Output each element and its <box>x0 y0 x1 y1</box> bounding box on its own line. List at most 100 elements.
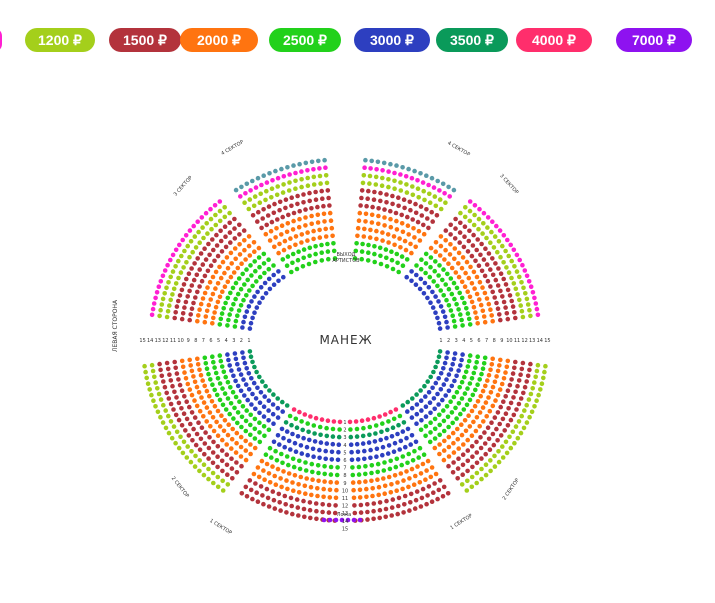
seat-sector-2-right[interactable] <box>506 406 511 411</box>
seat-sector-2-right[interactable] <box>473 387 478 393</box>
seat-sector-2-left[interactable] <box>226 357 231 363</box>
seat-sector-2-right[interactable] <box>508 417 514 423</box>
seat-sector-3-right[interactable] <box>484 262 490 267</box>
seat-sector-2-left[interactable] <box>232 405 237 411</box>
seat-sector-2-right[interactable] <box>444 355 449 361</box>
seat-sector-1-right[interactable] <box>396 422 401 428</box>
seat-sector-3-left[interactable] <box>281 274 286 280</box>
seat-sector-3-left[interactable] <box>171 286 177 292</box>
seat-sector-1-right[interactable] <box>435 496 440 502</box>
seat-sector-2-right[interactable] <box>488 390 494 395</box>
seat-sector-1-right[interactable] <box>377 500 383 505</box>
seat-sector-2-left[interactable] <box>193 442 199 448</box>
seat-sector-4-right[interactable] <box>364 203 369 209</box>
seat-sector-3-left[interactable] <box>244 267 249 272</box>
seat-sector-3-left[interactable] <box>199 215 205 220</box>
seat-sector-4-left[interactable] <box>331 248 337 254</box>
seat-sector-3-left[interactable] <box>224 255 230 260</box>
seat-sector-2-left[interactable] <box>177 382 183 388</box>
seat-sector-4-left[interactable] <box>281 182 286 187</box>
seat-sector-3-right[interactable] <box>511 281 517 286</box>
seat-sector-3-left[interactable] <box>206 241 211 247</box>
seat-sector-1-right[interactable] <box>406 451 412 457</box>
seat-sector-2-right[interactable] <box>428 410 433 416</box>
seat-sector-1-left[interactable] <box>313 415 319 421</box>
seat-sector-1-left[interactable] <box>269 455 274 460</box>
seat-sector-4-left[interactable] <box>274 192 280 198</box>
seat-sector-3-left[interactable] <box>242 247 247 253</box>
seat-sector-1-right[interactable] <box>350 465 355 470</box>
seat-sector-2-right[interactable] <box>453 405 458 411</box>
seat-sector-3-left[interactable] <box>227 220 232 226</box>
seat-sector-2-right[interactable] <box>481 361 487 366</box>
seat-sector-1-right[interactable] <box>402 502 407 507</box>
seat-sector-2-left[interactable] <box>280 409 286 414</box>
seat-sector-3-right[interactable] <box>457 230 463 235</box>
seat-sector-4-left[interactable] <box>289 269 294 275</box>
seat-sector-2-right[interactable] <box>483 383 488 389</box>
seat-sector-2-left[interactable] <box>249 402 254 407</box>
seat-sector-4-right[interactable] <box>413 201 418 207</box>
seat-sector-2-right[interactable] <box>524 402 529 408</box>
seat-sector-3-right[interactable] <box>511 247 517 253</box>
seat-sector-4-right[interactable] <box>388 216 393 222</box>
seat-sector-3-right[interactable] <box>503 248 508 254</box>
seat-sector-2-right[interactable] <box>445 414 451 420</box>
seat-sector-2-right[interactable] <box>518 372 523 378</box>
seat-sector-1-left[interactable] <box>270 464 275 469</box>
seat-sector-3-right[interactable] <box>462 214 468 220</box>
seat-sector-2-left[interactable] <box>219 448 225 453</box>
seat-sector-1-left[interactable] <box>308 414 313 419</box>
seat-sector-1-right[interactable] <box>395 431 400 437</box>
seat-sector-3-left[interactable] <box>167 303 172 308</box>
seat-sector-4-right[interactable] <box>368 166 373 171</box>
seat-sector-4-right[interactable] <box>374 167 379 172</box>
seat-sector-3-right[interactable] <box>452 296 457 302</box>
seat-sector-2-left[interactable] <box>144 375 149 381</box>
seat-sector-3-left[interactable] <box>166 280 171 285</box>
seat-sector-2-left[interactable] <box>202 451 207 457</box>
seat-sector-3-left[interactable] <box>242 314 248 320</box>
seat-sector-4-left[interactable] <box>318 181 323 186</box>
seat-sector-2-left[interactable] <box>189 449 194 454</box>
seat-sector-2-right[interactable] <box>405 399 411 405</box>
seat-sector-2-left[interactable] <box>219 413 224 419</box>
seat-sector-3-right[interactable] <box>474 274 480 280</box>
seat-sector-1-right[interactable] <box>381 476 386 481</box>
seat-sector-3-right[interactable] <box>490 318 496 324</box>
seat-sector-3-left[interactable] <box>207 252 212 258</box>
seat-sector-3-right[interactable] <box>513 286 519 292</box>
seat-sector-3-left[interactable] <box>177 293 183 298</box>
seat-sector-2-left[interactable] <box>190 438 195 443</box>
seat-sector-1-right[interactable] <box>376 492 382 498</box>
seat-sector-2-left[interactable] <box>194 384 200 390</box>
seat-sector-4-right[interactable] <box>427 200 433 205</box>
seat-sector-1-right[interactable] <box>363 479 368 484</box>
seat-sector-2-left[interactable] <box>232 351 238 356</box>
seat-sector-4-right[interactable] <box>371 197 377 202</box>
seat-sector-3-left[interactable] <box>192 234 198 239</box>
seat-sector-4-left[interactable] <box>327 210 333 216</box>
seat-sector-3-left[interactable] <box>256 245 262 251</box>
seat-sector-3-left[interactable] <box>225 295 231 301</box>
seat-sector-1-right[interactable] <box>354 434 360 439</box>
seat-sector-2-left[interactable] <box>234 470 240 475</box>
seat-sector-3-right[interactable] <box>488 284 493 289</box>
seat-sector-1-right[interactable] <box>372 439 378 444</box>
seat-sector-3-left[interactable] <box>187 228 193 233</box>
seat-sector-4-left[interactable] <box>280 214 286 220</box>
seat-sector-2-left[interactable] <box>254 369 259 375</box>
seat-sector-3-right[interactable] <box>515 292 520 297</box>
seat-sector-2-left[interactable] <box>217 397 223 403</box>
seat-sector-1-left[interactable] <box>284 429 290 434</box>
seat-sector-1-right[interactable] <box>426 484 432 489</box>
seat-sector-2-right[interactable] <box>524 420 530 425</box>
seat-sector-2-right[interactable] <box>483 451 489 457</box>
seat-sector-2-left[interactable] <box>194 403 200 409</box>
seat-sector-1-right[interactable] <box>375 469 381 475</box>
seat-sector-1-right[interactable] <box>353 419 359 424</box>
seat-sector-2-left[interactable] <box>241 377 246 382</box>
seat-sector-3-right[interactable] <box>520 262 525 268</box>
seat-sector-2-right[interactable] <box>422 383 427 389</box>
seat-sector-4-right[interactable] <box>396 203 401 209</box>
